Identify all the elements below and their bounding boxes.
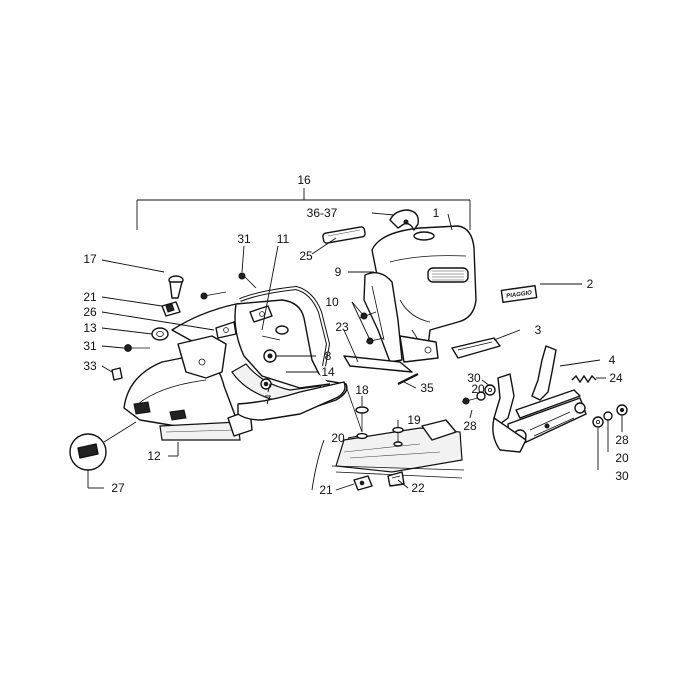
callout-20-center: 20	[331, 431, 345, 445]
rod-35	[397, 373, 419, 385]
callout-26: 26	[83, 305, 97, 319]
clip-22	[387, 471, 405, 487]
callout-21-top: 21	[83, 290, 97, 304]
brand-badge: PIAGGIO	[500, 284, 538, 304]
callout-1: 1	[433, 206, 440, 220]
washer-20a	[476, 391, 486, 401]
assembly-lines	[311, 385, 363, 491]
callout-36-37: 36-37	[307, 206, 338, 220]
knob-17	[168, 275, 184, 299]
callout-22: 22	[411, 481, 425, 495]
nut-7	[260, 378, 272, 390]
callout-19: 19	[407, 413, 421, 427]
reflector-strip	[322, 226, 366, 244]
callout-13: 13	[83, 321, 97, 335]
callout-10: 10	[325, 295, 339, 309]
callout-4: 4	[609, 353, 616, 367]
bolt-28a	[461, 397, 479, 405]
callout-21-bottom: 21	[319, 483, 333, 497]
callout-30-left: 30	[467, 371, 481, 385]
washer-30b	[592, 416, 604, 428]
callout-31-top: 31	[237, 232, 251, 246]
cable-11	[239, 286, 330, 367]
case-frame	[343, 272, 439, 373]
bolt-small-top	[200, 291, 227, 300]
bolt-28b	[616, 404, 628, 416]
detail-circle-27	[69, 421, 137, 471]
front-shield	[123, 335, 239, 437]
washer-30a	[484, 384, 496, 396]
callout-33: 33	[83, 359, 97, 373]
callout-27: 27	[111, 481, 125, 495]
carrier-bracket	[492, 345, 587, 453]
bolt-18	[355, 406, 369, 440]
washer-20b	[603, 411, 613, 421]
callout-30-right: 30	[615, 469, 629, 483]
callout-24: 24	[609, 371, 623, 385]
badge-lettering: PIAGGIO	[506, 290, 533, 300]
callout-16: 16	[297, 173, 311, 187]
callout-31-left: 31	[83, 339, 97, 353]
clip-21b	[353, 475, 373, 491]
screw-26	[261, 335, 281, 341]
spring-24	[571, 374, 597, 384]
grommet-13	[151, 327, 169, 341]
callout-12: 12	[147, 449, 161, 463]
callout-17: 17	[83, 252, 97, 266]
callout-9: 9	[335, 265, 342, 279]
callout-28-left: 28	[463, 419, 477, 433]
bolt-31b	[124, 344, 150, 352]
callout-11: 11	[277, 232, 290, 246]
callout-2: 2	[587, 277, 594, 291]
callout-35: 35	[420, 381, 434, 395]
leader-lines	[87, 212, 623, 491]
callout-20-left: 20	[471, 382, 485, 396]
clip-21a	[161, 301, 181, 317]
cover-plate	[451, 337, 501, 359]
callout-14: 14	[321, 365, 335, 379]
callout-3: 3	[535, 323, 542, 337]
callout-23: 23	[335, 320, 349, 334]
callout-20-right: 20	[615, 451, 629, 465]
callout-labels: 16 36-37 1 25 9 2 10 23 3 31 11 17 21 26…	[83, 173, 629, 497]
callout-28-right: 28	[615, 433, 629, 447]
callout-25: 25	[299, 249, 313, 263]
group-16-bracket	[136, 188, 471, 230]
clip-33	[111, 367, 123, 381]
lower-spoiler	[237, 381, 346, 421]
mounting-plate	[331, 419, 465, 479]
callout-18: 18	[355, 383, 369, 397]
bolt-10b	[365, 337, 385, 345]
hinge-clip	[389, 209, 419, 231]
nut-8	[263, 349, 277, 363]
leg-shield-panel	[171, 299, 348, 419]
callout-7: 7	[265, 393, 272, 407]
bolt-19	[392, 426, 404, 447]
callout-8: 8	[325, 349, 332, 363]
bolt-31a	[238, 272, 257, 289]
